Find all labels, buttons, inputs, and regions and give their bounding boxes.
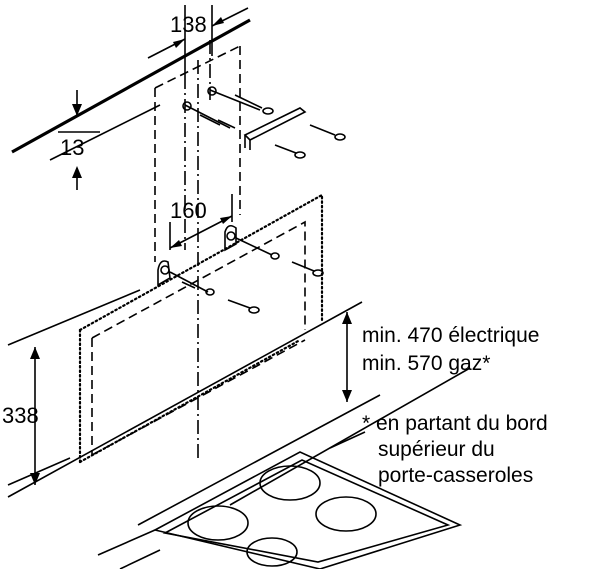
burner-front-left <box>187 505 249 541</box>
burner-back-right <box>315 496 377 532</box>
footnote-line1: * en partant du bord <box>362 412 548 435</box>
lower-hooks <box>157 224 237 287</box>
wall-lines <box>7 289 471 526</box>
ceiling-line <box>11 18 251 154</box>
dimension-13: 13 <box>49 90 161 190</box>
dimension-338: 338 <box>2 347 40 485</box>
dimension-label-13: 13 <box>60 135 84 160</box>
footnote-line2: supérieur du <box>378 438 495 461</box>
hood-outline-dashed <box>91 220 306 456</box>
upper-bracket <box>182 86 307 150</box>
hood-outline-dotted <box>78 193 324 464</box>
dimension-138: 138 <box>147 5 249 75</box>
footnote-line3: porte-casseroles <box>378 464 533 487</box>
note-min-electric: min. 470 électrique <box>362 324 539 347</box>
dimension-160: 160 <box>169 194 233 250</box>
dimension-label-160: 160 <box>170 198 207 223</box>
dimension-label-138: 138 <box>170 12 207 37</box>
lower-screws <box>169 237 324 314</box>
burner-front-right <box>246 537 298 567</box>
note-min-gas: min. 570 gaz* <box>362 352 490 375</box>
burner-back-left <box>259 465 321 501</box>
cooktop <box>97 451 463 569</box>
clearance-notes: min. 470 électrique min. 570 gaz* * en p… <box>362 324 548 487</box>
dimension-min-clearance <box>342 312 352 402</box>
dimension-label-338: 338 <box>2 403 39 428</box>
upper-screws <box>217 94 346 159</box>
